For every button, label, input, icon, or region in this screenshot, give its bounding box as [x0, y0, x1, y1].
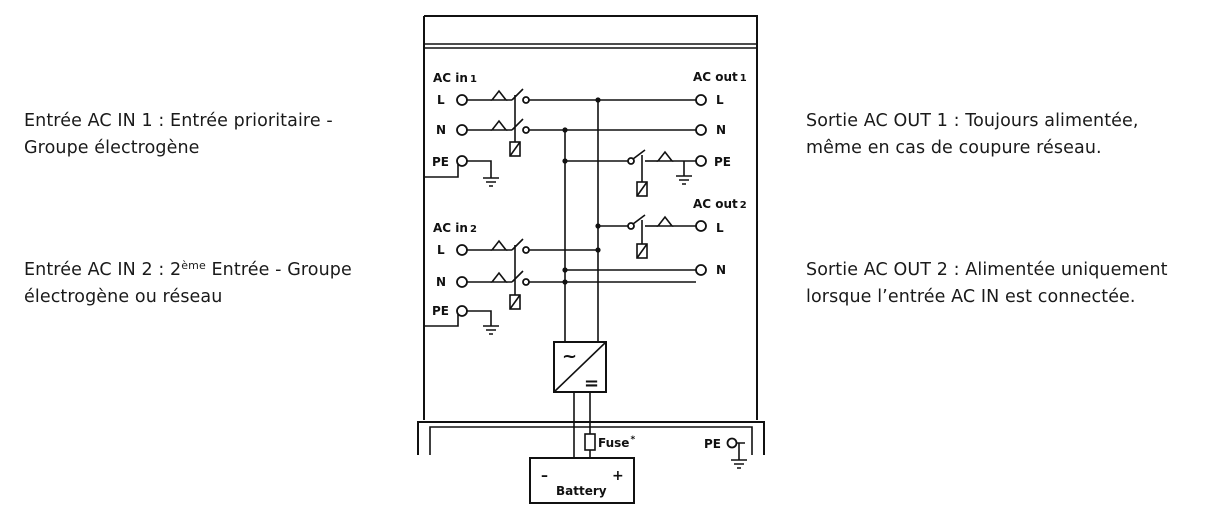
battery-plus: + — [612, 468, 624, 484]
terminals — [456, 94, 707, 317]
ac-out1-l-label: L — [716, 93, 724, 107]
svg-text:AC in1: AC in1 — [433, 71, 477, 85]
ac-out1-pe-terminal — [695, 155, 707, 167]
ac-in1-n-label: N — [436, 123, 446, 137]
ac-out1-n-terminal — [695, 124, 707, 136]
ac-in1-l-terminal — [456, 94, 468, 106]
battery: – + Battery — [529, 457, 635, 504]
ac-out2-n-label: N — [716, 263, 726, 277]
ac-out2-n-terminal — [695, 264, 707, 276]
busbars — [529, 97, 696, 342]
ac-in1-title: AC in — [433, 71, 468, 85]
ac-in2-n-terminal — [456, 276, 468, 288]
ac-out1-description-line1: Sortie AC OUT 1 : Toujours alimentée, — [806, 111, 1139, 131]
fuse-mark: * — [630, 435, 635, 445]
ac-out2-l-terminal — [695, 220, 707, 232]
ac-in2-wiring — [424, 238, 530, 335]
ac-in1-description-line2: Groupe électrogène — [24, 138, 200, 158]
ac-in2-pe-label: PE — [432, 304, 449, 318]
svg-text:Fuse*: Fuse* — [598, 435, 635, 450]
chassis-pe-label: PE — [704, 437, 721, 451]
ac-out2-description-line1: Sortie AC OUT 2 : Alimentée uniquement — [806, 260, 1168, 280]
ac-in1-n-terminal — [456, 124, 468, 136]
ac-in2-desc-post: Entrée - Groupe — [205, 260, 352, 280]
inverter-ac-symbol: ~ — [562, 346, 577, 367]
ac-out1-l-terminal — [695, 94, 707, 106]
ac-out1-pe-label: PE — [714, 155, 731, 169]
ac-out2-l-label: L — [716, 221, 724, 235]
battery-label: Battery — [556, 484, 607, 498]
ac-out1-number: 1 — [740, 73, 747, 84]
fuse-label: Fuse — [598, 436, 629, 450]
ac-out2-description-line2: lorsque l’entrée AC IN est connectée. — [806, 287, 1136, 307]
enclosure — [417, 15, 765, 455]
ac-out1-description-line2: même en cas de coupure réseau. — [806, 138, 1102, 158]
ac-in2-pe-terminal — [456, 305, 468, 317]
ac-out1-description: Sortie AC OUT 1 : Toujours alimentée, mê… — [806, 108, 1139, 162]
ac-in1-wiring — [424, 88, 530, 187]
ac-in1-number: 1 — [470, 74, 477, 85]
ac-in2-description-line1: Entrée AC IN 2 : 2ème Entrée - Groupe — [24, 257, 352, 284]
ac-out1-n-label: N — [716, 123, 726, 137]
ac-out1-pe-relay — [627, 149, 696, 197]
ac-in2-desc-pre: Entrée AC IN 2 : 2 — [24, 260, 182, 280]
chassis-pe: PE — [704, 437, 747, 469]
svg-text:AC in2: AC in2 — [433, 221, 477, 235]
ac-out2-title: AC out — [693, 197, 738, 211]
ac-in1-description: Entrée AC IN 1 : Entrée prioritaire - Gr… — [24, 108, 333, 162]
ac-in2-title: AC in — [433, 221, 468, 235]
ac-out2-relay — [627, 214, 696, 259]
ac-in2-l-label: L — [437, 243, 445, 257]
ac-in2-n-label: N — [436, 275, 446, 289]
ac-out2-number: 2 — [740, 200, 747, 211]
inverter: ~ = — [553, 341, 607, 394]
ac-in2-description-line2: électrogène ou réseau — [24, 287, 223, 307]
ac-in1-pe-terminal — [456, 155, 468, 167]
ac-in2-description: Entrée AC IN 2 : 2ème Entrée - Groupe él… — [24, 257, 352, 311]
ac-in2-l-terminal — [456, 244, 468, 256]
ac-in1-description-line1: Entrée AC IN 1 : Entrée prioritaire - — [24, 111, 333, 131]
battery-minus: – — [541, 468, 548, 484]
ac-in2-number: 2 — [470, 224, 477, 235]
ac-in1-pe-label: PE — [432, 155, 449, 169]
ac-in1-l-label: L — [437, 93, 445, 107]
dc-wiring: Fuse* — [573, 392, 635, 458]
ac-in2-desc-sup: ème — [181, 259, 206, 272]
inverter-dc-symbol: = — [584, 373, 599, 394]
ac-out2-description: Sortie AC OUT 2 : Alimentée uniquement l… — [806, 257, 1168, 311]
ac-out1-title: AC out — [693, 70, 738, 84]
